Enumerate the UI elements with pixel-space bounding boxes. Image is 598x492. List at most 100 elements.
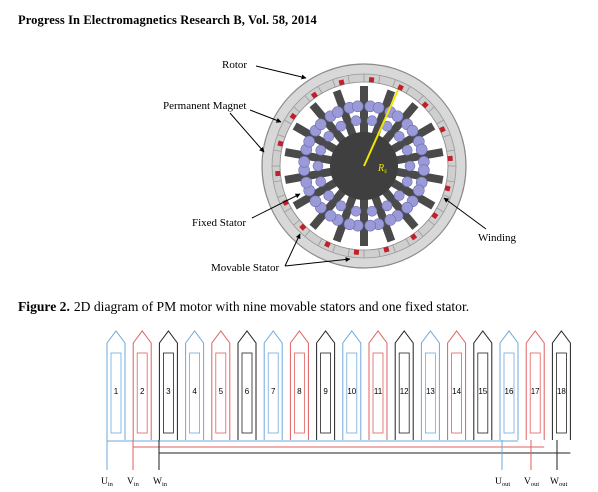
winding-coil: [393, 131, 405, 142]
coil-number: 2: [140, 387, 145, 396]
rotor-segment-line: [436, 207, 444, 213]
magnet: [383, 246, 390, 253]
winding-coil: [335, 200, 347, 212]
magnet: [353, 249, 360, 255]
rotor-segment-line: [304, 95, 311, 102]
winding-coil: [343, 218, 356, 231]
rotor-segment-line: [293, 219, 300, 226]
stator-tooth: [292, 122, 341, 155]
coil-outline: [132, 330, 152, 440]
rotor-segment-line: [317, 238, 323, 246]
winding-coil: [418, 164, 430, 176]
winding-coil: [393, 190, 405, 201]
winding-coil: [323, 190, 335, 201]
winding-coil: [350, 115, 362, 126]
magnet: [421, 101, 429, 109]
stator-tooth: [309, 186, 348, 230]
stator-tooth: [292, 177, 341, 210]
magnet: [397, 84, 404, 91]
coil-15: 15: [473, 330, 493, 440]
magnet: [277, 140, 284, 147]
coil-inner: [215, 352, 227, 434]
radius-line: [363, 89, 399, 167]
coil-outline: [237, 330, 257, 440]
stator-tooth: [284, 167, 336, 184]
coil-inner: [320, 352, 332, 434]
coil-7: 7: [263, 330, 283, 440]
magnet: [447, 155, 453, 162]
rotor-segment-line: [347, 248, 350, 257]
winding-coil: [364, 219, 377, 232]
coil-inner: [451, 352, 463, 434]
winding-coil: [298, 156, 310, 168]
magnet: [338, 79, 345, 86]
radius-label: Rs: [377, 163, 387, 175]
coil-number: 11: [374, 387, 383, 396]
rotor-segment-line: [378, 75, 381, 84]
coil-outline: [342, 330, 362, 440]
stator-tooth: [392, 148, 444, 165]
coil-9: 9: [316, 330, 336, 440]
winding-coil: [384, 214, 397, 226]
coil-outline: [185, 330, 205, 440]
coil-number: 18: [557, 387, 566, 396]
rotor-segment-line: [347, 75, 350, 84]
winding-coil: [415, 143, 428, 156]
output-terminal-label: Vout: [524, 477, 539, 488]
coil-number: 8: [297, 387, 302, 396]
winding-coil: [366, 115, 378, 126]
coil-number: 4: [192, 387, 197, 396]
winding-coil: [350, 206, 362, 217]
coil-outline: [420, 330, 440, 440]
coil-outline: [289, 330, 309, 440]
coil-outline: [551, 330, 571, 440]
winding-coil: [381, 200, 393, 212]
coil-6: 6: [237, 330, 257, 440]
rotor-segment-line: [405, 238, 411, 246]
coil-14: 14: [447, 330, 467, 440]
winding-coil: [372, 101, 385, 114]
coil-number: 14: [452, 387, 461, 396]
rotor-segment-line: [442, 194, 451, 198]
coil-number: 12: [400, 387, 409, 396]
windings: [298, 100, 430, 232]
winding-coil: [315, 144, 327, 156]
stator-tooth: [387, 177, 436, 210]
input-terminal-label: Uin: [101, 477, 114, 488]
magnet: [289, 112, 297, 120]
rotor-segment-line: [277, 134, 286, 138]
coil-number: 9: [323, 387, 328, 396]
rotor-segment-line: [417, 230, 424, 237]
coil-11: 11: [368, 330, 388, 440]
rotor-segment-line: [436, 119, 444, 125]
winding-coil: [315, 176, 327, 188]
stator-tooth: [370, 192, 396, 243]
stator-tooth: [309, 102, 348, 146]
magnet: [299, 223, 307, 231]
winding-coil: [401, 176, 413, 188]
rotor-segment-line: [417, 95, 424, 102]
stator-tooth: [387, 122, 436, 155]
winding-coil: [309, 195, 322, 208]
coil-inner: [346, 352, 358, 434]
coil-inner: [503, 352, 515, 434]
winding-coil: [413, 184, 425, 197]
stator-tooth: [392, 167, 444, 184]
coil-number: 6: [245, 387, 250, 396]
rotor-segment-line: [332, 244, 336, 253]
coil-outline: [499, 330, 519, 440]
coil-5: 5: [211, 330, 231, 440]
winding-coil: [406, 124, 419, 137]
coil-4: 4: [185, 330, 205, 440]
coil-outline: [263, 330, 283, 440]
rotor-segment-line: [273, 149, 282, 152]
coil-outline: [211, 330, 231, 440]
coil-inner: [189, 352, 201, 434]
coil-inner: [162, 352, 174, 434]
coil-number: 15: [478, 387, 487, 396]
rotor-segment-line: [332, 79, 336, 88]
coil-number: 7: [271, 387, 276, 396]
motor-cross-section: Rs Rotor Permanent Magnet Fixed Stator M…: [163, 59, 517, 274]
movable-stator-label: Movable Stator: [211, 262, 279, 274]
